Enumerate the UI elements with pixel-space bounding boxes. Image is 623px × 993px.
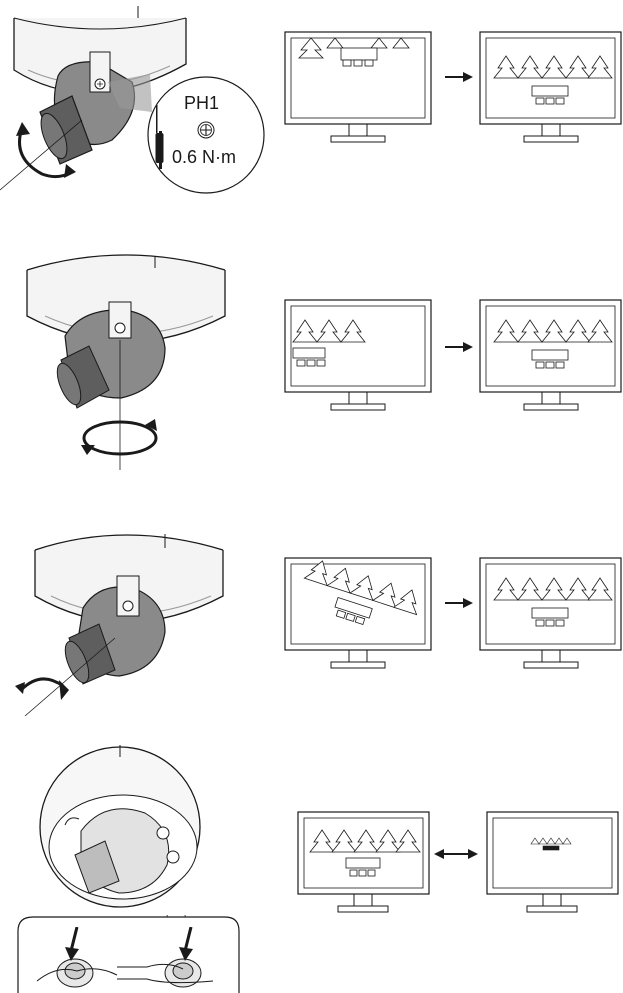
- dome-camera-tilt: [15, 520, 225, 720]
- phillips-head-icon: [198, 122, 214, 138]
- dome-camera-pan: PH1 0.6 N·m: [0, 0, 275, 215]
- tilt-arrow-icon: [15, 660, 75, 712]
- monitor-before-tilt: [283, 556, 433, 676]
- dome-camera-rotate: [25, 240, 235, 470]
- arrow-double-zoom: [434, 847, 478, 861]
- arrow-right-pan: [445, 70, 473, 84]
- press-arrow-icon: [63, 927, 85, 961]
- rotate-arrow-icon: [77, 415, 163, 461]
- adjuster-detail-callout: [17, 915, 240, 993]
- dome-camera-open: [35, 735, 205, 910]
- monitor-after-pan: [478, 30, 623, 150]
- arrow-right-rotate: [445, 340, 473, 354]
- monitor-before-pan: [283, 30, 433, 150]
- monitor-tele: [485, 810, 620, 920]
- monitor-before-rotate: [283, 298, 433, 418]
- monitor-after-tilt: [478, 556, 623, 676]
- torque-callout: PH1 0.6 N·m: [146, 75, 266, 195]
- step-tilt: [0, 520, 623, 720]
- monitor-after-rotate: [478, 298, 623, 418]
- press-arrow-icon: [177, 927, 199, 961]
- step-zoom-focus: [0, 735, 623, 993]
- step-pan: PH1 0.6 N·m: [0, 0, 623, 230]
- pan-arrow-icon: [8, 118, 78, 188]
- torque-label: 0.6 N·m: [172, 147, 236, 168]
- step-rotate: [0, 240, 623, 470]
- arrow-right-tilt: [445, 596, 473, 610]
- bit-size-label: PH1: [184, 93, 219, 114]
- monitor-wide: [296, 810, 431, 920]
